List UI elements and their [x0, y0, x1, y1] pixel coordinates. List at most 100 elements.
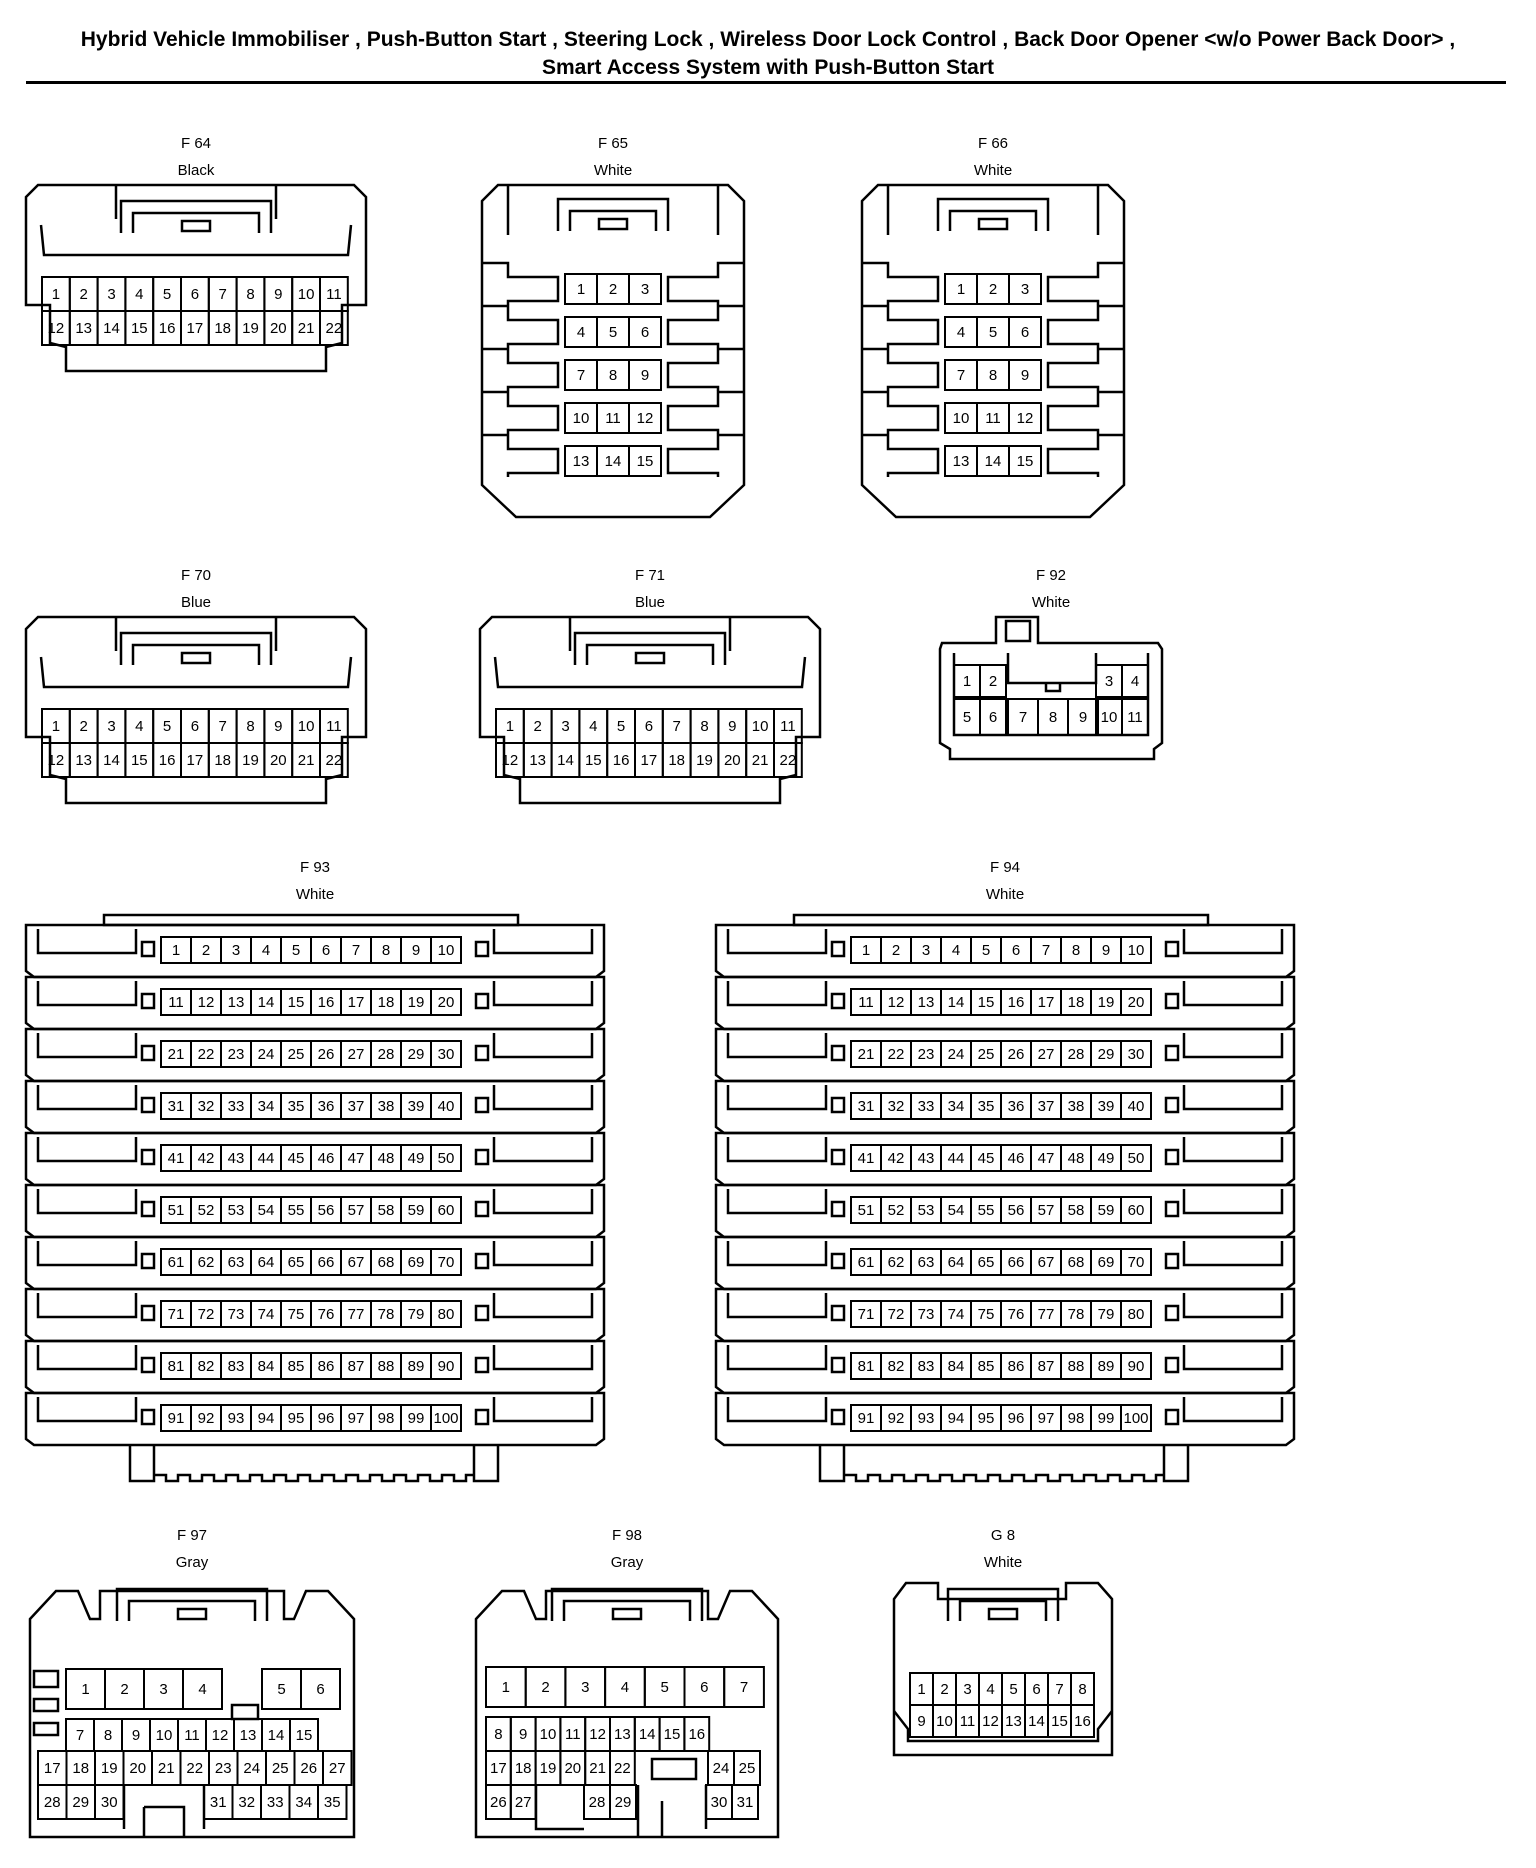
pin-number: 77	[1038, 1306, 1055, 1323]
pin-cell	[1067, 698, 1099, 736]
pin-number: 41	[858, 1150, 875, 1167]
pin-cell	[628, 445, 662, 477]
locator	[140, 992, 156, 1010]
pin-number: 1	[81, 1681, 89, 1698]
outline-segment	[492, 981, 594, 1007]
row-housing	[714, 975, 1296, 1031]
pin-number: 96	[1008, 1410, 1025, 1427]
pin-number: 80	[1128, 1306, 1145, 1323]
pin-cell	[1120, 1404, 1152, 1432]
pin-number: 33	[267, 1794, 284, 1811]
pin-cell	[723, 1666, 765, 1708]
locator	[830, 992, 846, 1010]
pin-number: 19	[696, 752, 713, 769]
pin-number: 50	[438, 1150, 455, 1167]
pin-cell	[430, 1092, 462, 1120]
pin-number: 15	[131, 752, 148, 769]
pin-number: 11	[960, 1713, 976, 1730]
pin-number: 3	[561, 718, 569, 735]
pin-number: 20	[724, 752, 741, 769]
pin-number: 2	[80, 286, 88, 303]
outline-segment	[131, 643, 261, 665]
pin-number: 62	[888, 1254, 905, 1271]
pin-number: 17	[44, 1760, 61, 1777]
pin-number: 11	[605, 410, 621, 427]
pin-number: 18	[72, 1760, 89, 1777]
pin-cell	[1008, 359, 1042, 391]
pin-number: 89	[408, 1358, 425, 1375]
pin-number: 4	[621, 1679, 629, 1696]
pin-number: 18	[214, 752, 231, 769]
outline-segment	[131, 211, 261, 233]
locator	[1164, 1252, 1180, 1270]
pin-number: 13	[953, 453, 970, 470]
pin-number: 91	[858, 1410, 875, 1427]
pin-number: 15	[1051, 1713, 1068, 1730]
pin-number: 2	[541, 1679, 549, 1696]
locator	[830, 1200, 846, 1218]
row-housing	[24, 1183, 606, 1239]
pin-number: 25	[272, 1760, 289, 1777]
pin-number: 14	[985, 453, 1002, 470]
pin-number: 35	[324, 1794, 341, 1811]
pin-number: 44	[258, 1150, 275, 1167]
pin-number: 52	[888, 1202, 905, 1219]
latch-tab	[180, 651, 212, 665]
outline-segment	[492, 1033, 594, 1059]
locator	[140, 1356, 156, 1374]
pin-number: 15	[296, 1727, 313, 1744]
pin-number: 17	[490, 1760, 507, 1777]
connector-color: Blue	[634, 594, 666, 611]
pin-number: 2	[940, 1681, 948, 1698]
pin-cell	[628, 316, 662, 348]
pin-number: 7	[219, 718, 227, 735]
row-housing	[24, 1339, 606, 1395]
pin-cell	[1070, 1704, 1095, 1738]
outline-segment	[666, 433, 744, 477]
pin-number: 20	[270, 320, 287, 337]
pin-cell	[1120, 936, 1152, 964]
row-housing	[714, 1079, 1296, 1135]
outline-segment	[1182, 1033, 1284, 1059]
pin-number: 39	[408, 1098, 425, 1115]
pin-number: 9	[412, 942, 420, 959]
pin-number: 44	[948, 1150, 965, 1167]
pin-number: 20	[564, 1760, 581, 1777]
housing	[480, 183, 746, 519]
pin-number: 95	[978, 1410, 995, 1427]
outline-segment	[726, 1241, 828, 1267]
outline-segment	[666, 304, 744, 348]
pin-number: 8	[1049, 709, 1057, 726]
locator	[140, 1252, 156, 1270]
housing	[28, 1589, 356, 1839]
pin-number: 30	[1128, 1046, 1145, 1063]
pin-number: 35	[978, 1098, 995, 1115]
pin-number: 53	[228, 1202, 245, 1219]
pin-number: 22	[326, 320, 343, 337]
pin-cell	[1121, 664, 1149, 698]
pin-number: 21	[858, 1046, 875, 1063]
outline-segment	[492, 1137, 594, 1163]
connector-id: F 66	[977, 135, 1008, 152]
pin-number: 21	[752, 752, 769, 769]
outline-segment	[726, 1397, 828, 1423]
row-housing	[714, 1391, 1296, 1447]
pin-number: 5	[982, 942, 990, 959]
pin-cell	[609, 1784, 637, 1820]
pin-number: 13	[529, 752, 546, 769]
pin-number: 55	[288, 1202, 305, 1219]
pin-cell	[628, 273, 662, 305]
locator	[830, 1252, 846, 1270]
pin-number: 29	[72, 1794, 89, 1811]
pin-number: 98	[1068, 1410, 1085, 1427]
outline-segment	[36, 981, 138, 1007]
outline-segment	[726, 1189, 828, 1215]
pin-cell	[319, 742, 349, 778]
outline-segment	[862, 390, 940, 434]
pin-number: 1	[506, 718, 514, 735]
pin-number: 84	[948, 1358, 965, 1375]
pin-cell	[1120, 1248, 1152, 1276]
pin-number: 13	[1005, 1713, 1022, 1730]
pin-number: 37	[1038, 1098, 1055, 1115]
